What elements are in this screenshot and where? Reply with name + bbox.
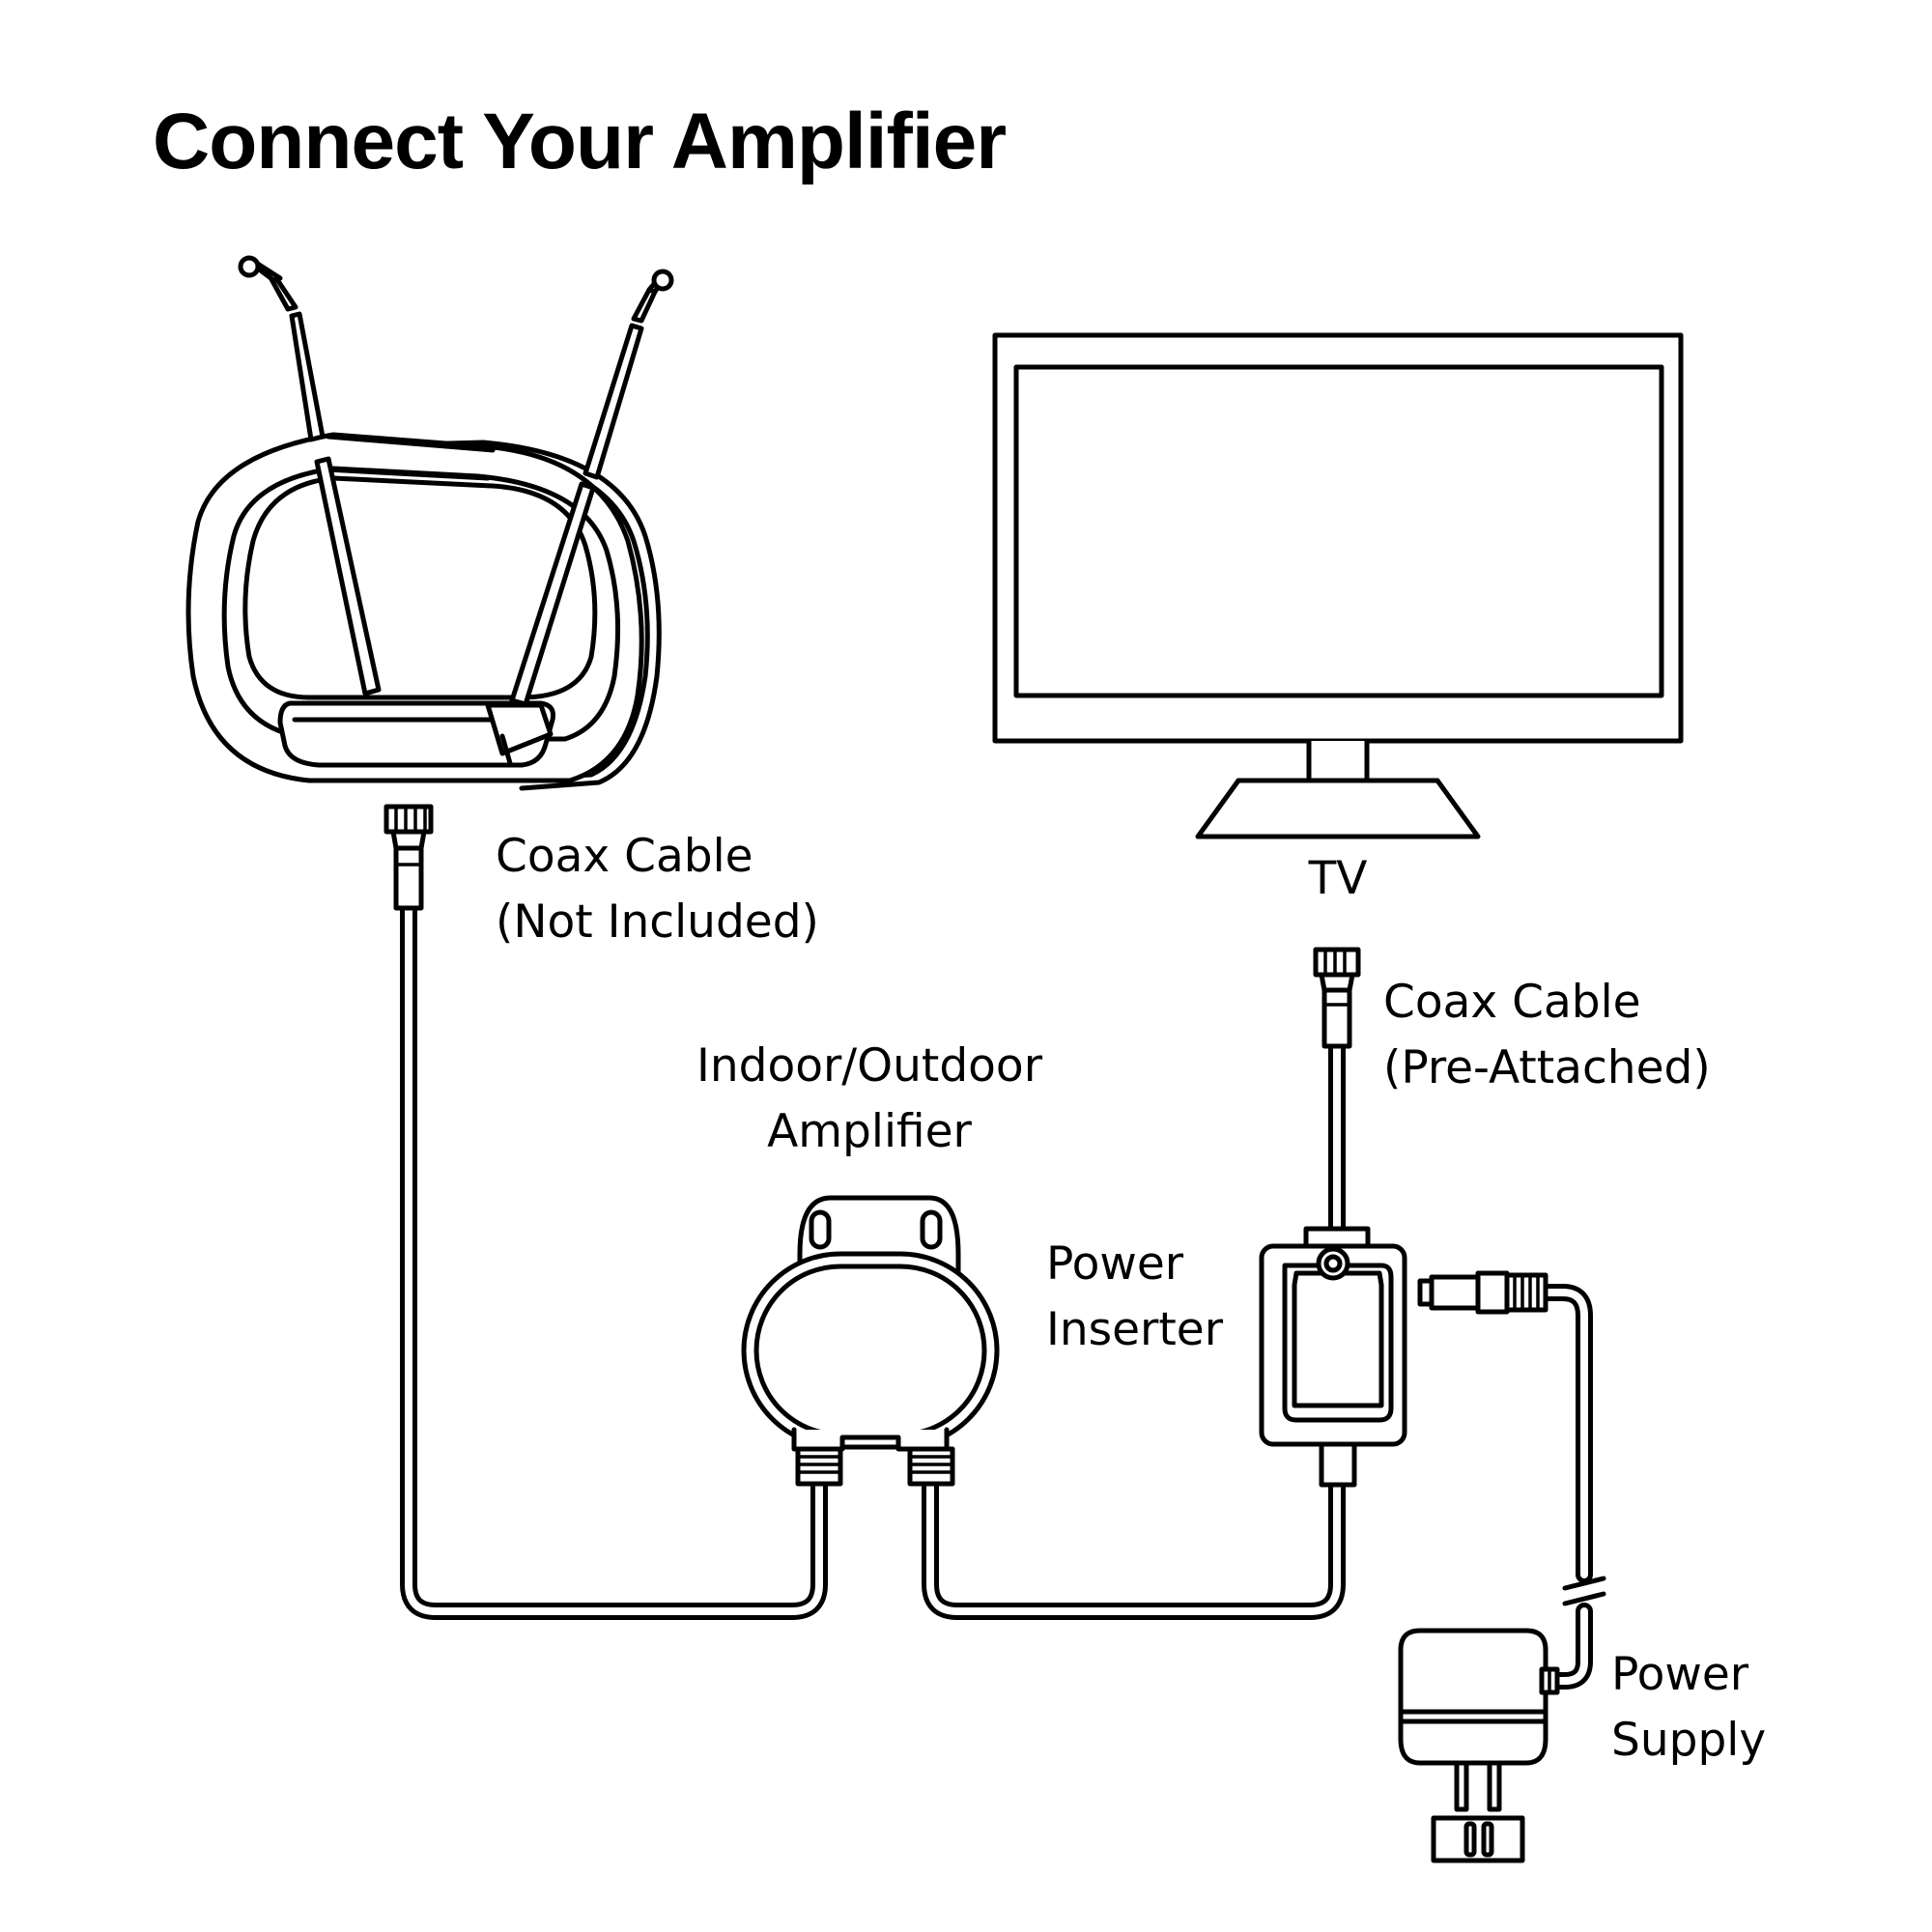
tv-illustration [992, 332, 1684, 839]
amplifier-label-line1: Indoor/Outdoor [696, 1039, 1043, 1093]
coax-cable-antenna-label-line1: Coax Cable [496, 830, 753, 883]
page-title: Connect Your Amplifier [153, 98, 1007, 185]
power-inserter-label: Power Inserter [1046, 1232, 1223, 1363]
power-supply-illustration [1398, 1628, 1560, 1863]
amplifier-label: Indoor/Outdoor Amplifier [647, 1034, 1092, 1165]
amplifier-label-line2: Amplifier [767, 1105, 972, 1158]
amplifier-illustration [741, 1195, 1000, 1487]
coax-cable-antenna-to-amplifier [400, 899, 828, 1620]
power-supply-label: Power Supply [1611, 1642, 1766, 1774]
antenna-illustration [185, 255, 674, 911]
coax-cable-tv-label-line1: Coax Cable [1383, 976, 1641, 1029]
coax-cable-antenna-label-line2: (Not Included) [496, 895, 819, 949]
power-supply-label-line1: Power [1611, 1648, 1749, 1701]
power-supply-label-line2: Supply [1611, 1714, 1767, 1767]
coax-cable-tv-label-line2: (Pre-Attached) [1383, 1041, 1711, 1094]
power-inserter-label-line2: Inserter [1046, 1303, 1224, 1356]
dc-plug-illustration [1417, 1270, 1548, 1315]
coax-cable-tv-label: Coax Cable (Pre-Attached) [1383, 970, 1711, 1101]
power-inserter-label-line1: Power [1046, 1237, 1184, 1291]
tv-coax-connector [1313, 947, 1361, 1049]
power-inserter-illustration [1259, 1226, 1407, 1488]
tv-label-text: TV [1308, 852, 1368, 905]
coax-cable-antenna-label: Coax Cable (Not Included) [496, 824, 819, 955]
coax-cable-amplifier-to-inserter [922, 1474, 1346, 1620]
tv-label: TV [1290, 846, 1386, 912]
power-cable [1537, 1284, 1606, 1690]
